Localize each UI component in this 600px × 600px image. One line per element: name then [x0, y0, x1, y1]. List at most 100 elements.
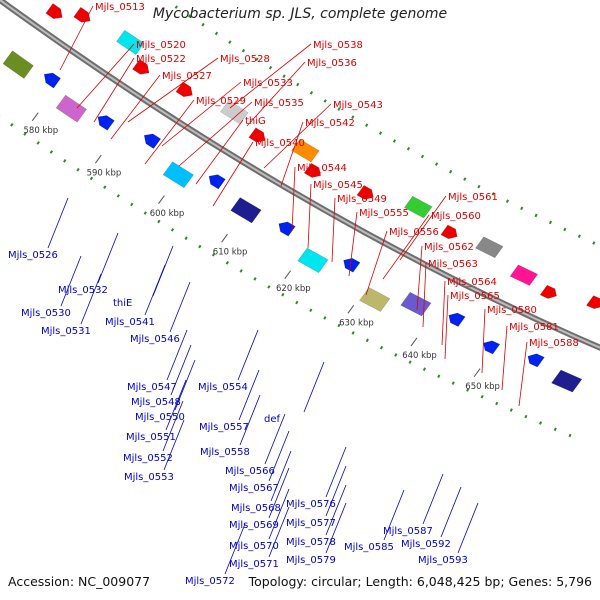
- forward-gene-label: Mjls_0536: [307, 58, 357, 69]
- forward-label-leader: [307, 183, 312, 249]
- reverse-label-leader: [325, 484, 347, 536]
- forward-gene-arrow: [303, 162, 321, 178]
- forward-gene-label: Mjls_0560: [431, 211, 481, 222]
- reverse-gene-label: Mjls_0552: [123, 453, 173, 464]
- forward-gene-label: Mjls_0535: [254, 98, 304, 109]
- forward-gene-label: Mjls_0581: [509, 322, 559, 333]
- reverse-label-leader: [169, 281, 191, 333]
- genome-summary: Topology: circular; Length: 6,048,425 bp…: [248, 574, 592, 589]
- forward-label-leader: [280, 121, 304, 187]
- reverse-gene-box: [297, 247, 329, 274]
- reverse-gene-label: Mjls_0566: [225, 466, 275, 477]
- forward-label-leader: [441, 280, 446, 346]
- forward-gene-label: Mjls_0522: [136, 54, 186, 65]
- reverse-gene-label: Mjls_0587: [383, 526, 433, 537]
- genome-backbone-highlight: [0, 0, 600, 349]
- reverse-gene-box: [230, 197, 262, 224]
- forward-label-leader: [110, 74, 161, 140]
- tick-mark: [221, 233, 228, 243]
- forward-label-leader: [263, 103, 332, 169]
- reverse-gene-box: [551, 369, 583, 393]
- reverse-gene-label: Mjls_0592: [401, 539, 451, 550]
- reverse-gene-label: thiE: [113, 298, 132, 309]
- forward-gene-arrow: [539, 284, 557, 299]
- forward-label-leader: [93, 57, 135, 123]
- forward-label-leader: [76, 43, 135, 109]
- forward-gene-label: Mjls_0533: [243, 78, 293, 89]
- reverse-label-leader: [270, 450, 292, 502]
- reverse-gene-box: [400, 291, 432, 317]
- reverse-gene-label: Mjls_0572: [185, 576, 235, 587]
- forward-gene-label: Mjls_0562: [424, 242, 474, 253]
- forward-gene-arrow: [356, 185, 374, 200]
- forward-label-leader: [246, 61, 306, 127]
- reverse-gene-label: Mjls_0593: [418, 555, 468, 566]
- reverse-label-leader: [144, 264, 166, 316]
- forward-gene-label: Mjls_0529: [196, 96, 246, 107]
- map-title: Mycobacterium sp. JLS, complete genome: [152, 6, 448, 22]
- forward-gene-label: Mjls_0542: [305, 118, 355, 129]
- tick-mark: [473, 368, 481, 378]
- reverse-gene-arrow: [208, 174, 226, 190]
- reverse-gene-label: Mjls_0553: [124, 472, 174, 483]
- forward-label-leader: [331, 197, 336, 263]
- accession-label: Accession: NC_009077: [8, 574, 151, 589]
- reverse-gene-label: Mjls_0551: [126, 432, 176, 443]
- reverse-gene-label: Mjls_0557: [199, 422, 249, 433]
- forward-gene-label: Mjls_0588: [529, 338, 579, 349]
- forward-gene-box: [404, 195, 433, 219]
- reverse-label-leader: [165, 379, 187, 431]
- reverse-gene-arrow: [43, 72, 61, 89]
- reverse-gene-label: Mjls_0532: [58, 285, 108, 296]
- forward-gene-label: Mjls_0564: [447, 277, 497, 288]
- forward-gene-box: [116, 29, 145, 55]
- forward-gene-label: Mjls_0513: [95, 2, 145, 13]
- forward-label-leader: [422, 262, 427, 328]
- tick-label: 580 kbp: [24, 126, 59, 136]
- reverse-gene-label: Mjls_0570: [229, 541, 279, 552]
- reverse-gene-label: Mjls_0554: [198, 382, 248, 393]
- forward-label-leader: [365, 230, 388, 296]
- reverse-label-leader: [162, 400, 184, 452]
- forward-gene-box: [475, 236, 504, 259]
- reverse-label-leader: [163, 419, 185, 471]
- forward-gene-label: Mjls_0540: [255, 138, 305, 149]
- reverse-gene-arrow: [483, 340, 501, 355]
- reverse-gene-label: Mjls_0585: [344, 542, 394, 553]
- reverse-label-leader: [166, 329, 188, 381]
- reverse-label-leader: [268, 467, 290, 519]
- forward-label-leader: [178, 101, 253, 167]
- reverse-label-leader: [268, 506, 290, 558]
- forward-gene-arrow: [248, 127, 266, 143]
- forward-label-leader: [382, 214, 430, 280]
- reverse-gene-label: Mjls_0578: [286, 537, 336, 548]
- forward-gene-label: Mjls_0556: [389, 227, 439, 238]
- forward-gene-arrow: [73, 6, 91, 23]
- forward-label-leader: [161, 81, 242, 147]
- reverse-label-leader: [325, 465, 347, 517]
- reverse-gene-arrow: [97, 115, 115, 131]
- forward-gene-label: Mjls_0528: [220, 54, 270, 65]
- forward-gene-label: Mjls_0565: [450, 291, 500, 302]
- forward-gene-label: Mjls_0563: [428, 259, 478, 270]
- forward-gene-label: Mjls_0527: [162, 71, 212, 82]
- reverse-gene-label: Mjls_0541: [105, 317, 155, 328]
- tick-label: 620 kbp: [276, 284, 311, 294]
- tick-label: 610 kbp: [213, 247, 248, 257]
- reverse-gene-arrow: [527, 353, 545, 368]
- reverse-gene-arrow: [343, 258, 361, 273]
- reverse-label-leader: [325, 446, 347, 498]
- forward-label-leader: [291, 166, 296, 232]
- forward-gene-label: thiG: [245, 116, 266, 127]
- forward-gene-label: Mjls_0520: [136, 40, 186, 51]
- reverse-gene-label: Mjls_0550: [135, 412, 185, 423]
- reverse-gene-label: Mjls_0530: [21, 308, 71, 319]
- reverse-gene-arrow: [278, 221, 296, 237]
- forward-gene-label: Mjls_0538: [313, 40, 363, 51]
- forward-gene-arrow: [175, 81, 193, 97]
- reverse-label-leader: [224, 523, 246, 575]
- forward-gene-arrow: [132, 59, 150, 75]
- forward-gene-label: Mjls_0544: [297, 163, 347, 174]
- reverse-gene-label: Mjls_0579: [286, 555, 336, 566]
